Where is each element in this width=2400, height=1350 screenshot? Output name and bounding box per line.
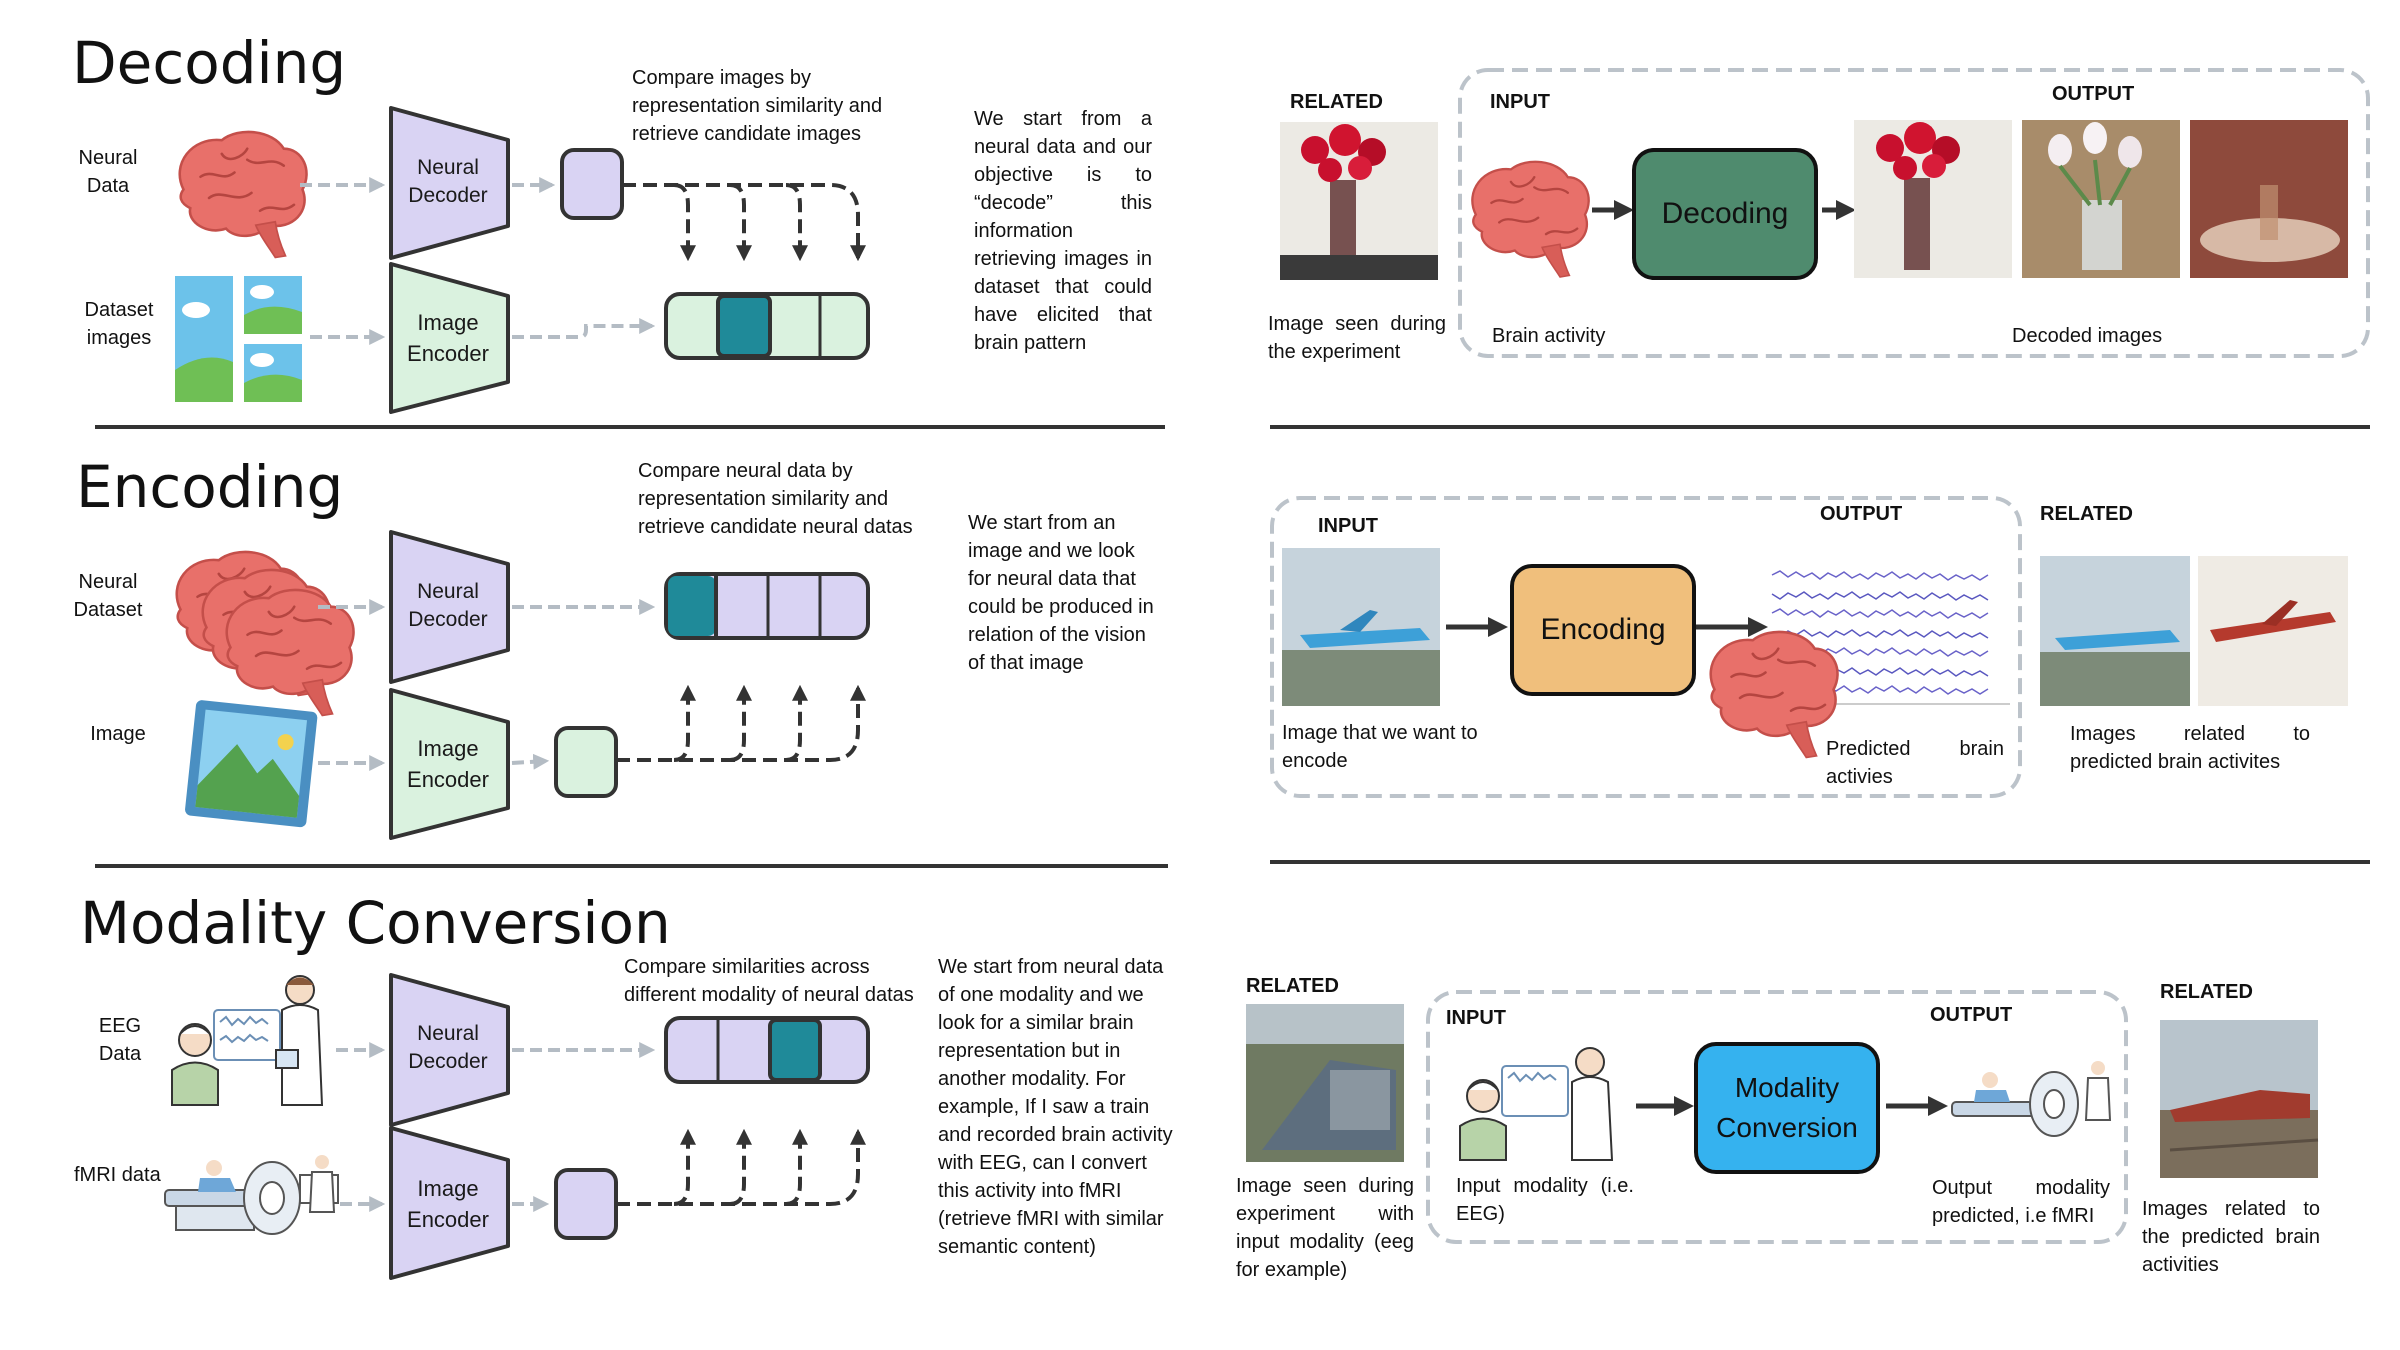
eeg-data-label: EEG Data bbox=[98, 1015, 142, 1065]
dataset-images-label: Dataset images bbox=[84, 299, 154, 349]
encoding-neural-decoder-shape bbox=[389, 530, 510, 684]
right-encoding-brain bbox=[1709, 630, 1839, 759]
encoding-image-encoder-label: Image Encoder bbox=[407, 736, 489, 792]
decoding-image-encoder-shape bbox=[389, 262, 510, 414]
right-modality-eeg-illustration bbox=[1459, 1047, 1614, 1161]
neural-dataset-label: Neural Dataset bbox=[73, 571, 143, 621]
decoding-neural-decoder-shape bbox=[389, 106, 510, 260]
right-decoding-dashed-frame bbox=[1458, 68, 2370, 358]
decoding-dataset-thumbs bbox=[175, 276, 302, 402]
right-modality-related-right-caption: Images related to the predicted brain ac… bbox=[2142, 1198, 2320, 1276]
right-modality-related-left-photo bbox=[1246, 1004, 1404, 1162]
modality-fmri-illustration bbox=[164, 1155, 339, 1235]
right-decoding-output-header: OUTPUT bbox=[2052, 83, 2135, 105]
encoding-image-embedding bbox=[554, 726, 618, 798]
modality-description: We start from neural data of one modalit… bbox=[938, 956, 1173, 1258]
right-modality-related-right-photo bbox=[2160, 1020, 2319, 1178]
right-encoding-box: Encoding bbox=[1510, 564, 1696, 696]
decoding-image-encoder-label: Image Encoder bbox=[407, 310, 489, 366]
modality-image-encoder-shape bbox=[389, 1126, 510, 1280]
right-modality-related-left-caption: Image seen during experiment with input … bbox=[1236, 1175, 1414, 1281]
encoding-image-picture bbox=[185, 700, 318, 828]
right-encoding-input-caption: Image that we want to encode bbox=[1282, 722, 1478, 772]
right-modality-fmri-illustration bbox=[1951, 1061, 2112, 1137]
encoding-description: We start from an image and we look for n… bbox=[968, 512, 1154, 674]
right-modality-box: Modality Conversion bbox=[1694, 1042, 1880, 1174]
image-label: Image bbox=[90, 723, 146, 745]
right-encoding-related-photo-1 bbox=[2040, 556, 2190, 706]
modality-neural-decoder-shape bbox=[389, 973, 510, 1127]
encoding-compare-text: Compare neural data by representation si… bbox=[638, 460, 913, 538]
right-decoding-output-photo-1 bbox=[1854, 120, 2012, 278]
right-decoding-box: Decoding bbox=[1632, 148, 1818, 280]
right-encoding-output-header: OUTPUT bbox=[1820, 503, 1903, 525]
modality-fmri-embedding bbox=[554, 1168, 618, 1240]
right-decoding-input-caption: Brain activity bbox=[1492, 325, 1606, 347]
modality-neural-database bbox=[664, 1016, 870, 1084]
right-encoding-input-header: INPUT bbox=[1318, 515, 1378, 537]
modality-neural-decoder-label: Neural Decoder bbox=[408, 1022, 488, 1073]
right-decoding-input-header: INPUT bbox=[1490, 91, 1550, 113]
right-decoding-related-photo bbox=[1280, 122, 1438, 280]
right-decoding-related-caption: Image seen during the experiment bbox=[1268, 313, 1446, 363]
right-encoding-input-photo bbox=[1282, 548, 1440, 706]
neural-data-label: Neural Data bbox=[78, 147, 138, 197]
decoding-title: Decoding bbox=[72, 29, 347, 97]
fmri-data-label: fMRI data bbox=[74, 1164, 161, 1186]
right-encoding-dashed-frame bbox=[1270, 496, 2022, 798]
encoding-image-encoder-shape bbox=[389, 688, 510, 840]
right-encoding-output-caption: Predicted brain activies bbox=[1826, 738, 2004, 788]
decoding-compare-text: Compare images by representation similar… bbox=[632, 67, 883, 145]
right-decoding-output-caption: Decoded images bbox=[2012, 325, 2163, 347]
right-encoding-related-caption: Images related to predicted brain activi… bbox=[2070, 723, 2310, 773]
right-decoding-brain bbox=[1471, 160, 1590, 279]
decoding-neural-brain bbox=[178, 130, 308, 259]
right-modality-dashed-frame bbox=[1426, 990, 2128, 1244]
encoding-neural-database bbox=[664, 572, 870, 640]
decoding-description: We start from a neural data and our obje… bbox=[974, 108, 1152, 354]
decoding-neural-decoder-label: Neural Decoder bbox=[408, 156, 488, 207]
right-modality-output-caption: Output modality predicted, i.e fMRI bbox=[1932, 1177, 2110, 1227]
right-modality-output-header: OUTPUT bbox=[1930, 1004, 2013, 1026]
encoding-title: Encoding bbox=[76, 453, 344, 521]
modality-image-encoder-label: Image Encoder bbox=[407, 1176, 489, 1232]
decoding-image-database bbox=[664, 292, 870, 360]
right-decoding-output-photo-2 bbox=[2022, 120, 2180, 278]
modality-compare-text: Compare similarities across different mo… bbox=[624, 956, 914, 1006]
encoding-neural-decoder-label: Neural Decoder bbox=[408, 580, 488, 631]
right-modality-input-header: INPUT bbox=[1446, 1007, 1506, 1029]
encoding-neural-dataset-brains bbox=[175, 550, 355, 717]
right-modality-related-right-header: RELATED bbox=[2160, 981, 2253, 1003]
right-encoding-related-photo-2 bbox=[2198, 556, 2348, 706]
right-modality-input-caption: Input modality (i.e. EEG) bbox=[1456, 1175, 1634, 1225]
decoding-neural-embedding bbox=[560, 148, 624, 220]
right-encoding-related-header: RELATED bbox=[2040, 503, 2133, 525]
right-modality-related-left-header: RELATED bbox=[1246, 975, 1339, 997]
right-decoding-output-photo-3 bbox=[2190, 120, 2348, 278]
modality-title: Modality Conversion bbox=[80, 889, 671, 957]
right-decoding-related-header: RELATED bbox=[1290, 91, 1383, 113]
modality-eeg-illustration bbox=[171, 975, 324, 1106]
